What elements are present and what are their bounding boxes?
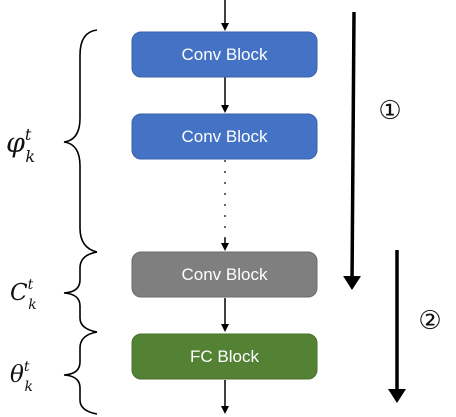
brace-theta [63, 331, 98, 415]
conv-block-2-label: Conv Block [182, 127, 268, 146]
brace-c [63, 251, 98, 333]
conv-block-2-box [131, 113, 318, 160]
label-phi-symbol: φ [6, 128, 25, 159]
conv-block-3: Conv Block [131, 251, 318, 298]
step-1-arrow [343, 11, 362, 290]
conv-block-1-label: Conv Block [182, 45, 268, 64]
fc-block: FC Block [131, 333, 318, 380]
conv-block-1-box [131, 31, 318, 78]
fc-block-label: FC Block [190, 347, 259, 366]
step-1-label: ① [378, 96, 401, 126]
step-2-label: ② [418, 306, 441, 336]
label-c-symbol: C [10, 280, 28, 306]
label-phi-sup: t [25, 125, 32, 144]
label-theta-sub: k [25, 379, 33, 395]
conv-block-3-box [131, 251, 318, 298]
conv-block-2: Conv Block [131, 113, 318, 160]
label-theta-symbol: θ [10, 362, 24, 388]
label-c-sup: t [28, 277, 34, 293]
label-phi-sub: k [25, 147, 35, 166]
label-theta-sup: t [24, 359, 30, 375]
fc-block-box [131, 333, 318, 380]
conv-block-3-label: Conv Block [182, 265, 268, 284]
conv-block-1: Conv Block [131, 31, 318, 78]
brace-phi [63, 29, 98, 253]
label-c-sub: k [28, 297, 36, 313]
